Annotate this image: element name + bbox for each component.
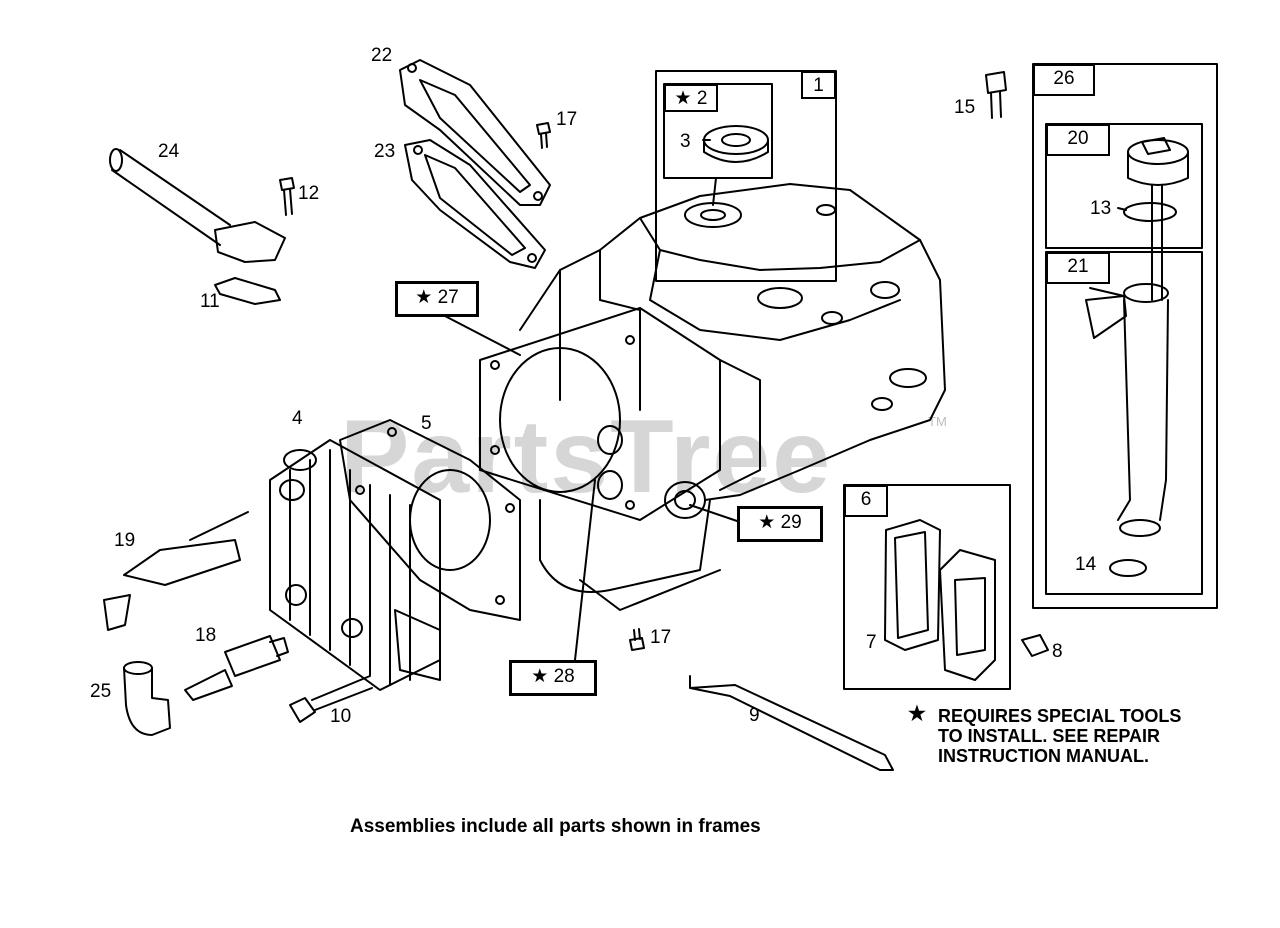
leader-2 [712, 177, 717, 206]
part-label-13: 13 [1090, 198, 1112, 219]
rod-part-9 [689, 675, 894, 771]
pipe-part-19 [103, 511, 249, 631]
part-label-22: 22 [371, 45, 393, 66]
callout-29: ★ 29 [737, 506, 823, 542]
frame-1-border [655, 70, 837, 282]
dipstick-cap-part-20 [1127, 137, 1189, 301]
callout-28: ★ 28 [509, 660, 597, 696]
part-label-24: 24 [158, 141, 180, 162]
screw-part-17-top [536, 122, 551, 149]
leader-29 [689, 504, 741, 523]
bolt-part-10 [289, 675, 373, 723]
tube-part-24 [109, 148, 286, 263]
gasket-part-23 [404, 139, 546, 269]
breather-cover [939, 549, 996, 681]
watermark-logo: PartsTree [340, 399, 833, 515]
screw-part-17-bottom [629, 628, 645, 651]
head-gasket-part-5 [339, 419, 521, 621]
callout-27: ★ 27 [395, 281, 479, 317]
frame-6-border [843, 484, 1011, 690]
cylinder-block [479, 183, 946, 611]
part-label-3: 3 [680, 131, 691, 152]
note-star: ★ [908, 703, 926, 725]
o-ring-part-14 [1109, 559, 1147, 577]
frame-label-1: 1 [801, 71, 836, 99]
frame-label-2: ★ 2 [664, 84, 718, 112]
frame-20-border [1045, 123, 1203, 249]
part-label-15: 15 [954, 97, 976, 118]
part-label-25: 25 [90, 681, 112, 702]
dipstick-tube-part-21 [1085, 283, 1169, 537]
part-label-10: 10 [330, 706, 352, 727]
o-ring-part-13 [1123, 202, 1177, 222]
note-line-1: REQUIRES SPECIAL TOOLS [938, 706, 1182, 726]
frame-label-6: 6 [844, 485, 888, 517]
part-label-23: 23 [374, 141, 396, 162]
part-label-17-top: 17 [556, 109, 578, 130]
gasket-part-22 [399, 59, 551, 206]
part-label-11: 11 [200, 291, 220, 312]
leader-21 [1089, 287, 1125, 297]
bolt-part-15 [985, 71, 1007, 119]
frame-2-border [663, 83, 773, 179]
gasket-part-11 [214, 277, 281, 305]
note-line-2: TO INSTALL. SEE REPAIR [938, 726, 1161, 746]
elbow-part-25 [123, 661, 171, 736]
part-label-14: 14 [1075, 554, 1097, 575]
spark-plug-part-18 [184, 635, 289, 701]
special-tools-note: ★ REQUIRES SPECIAL TOOLS TO INSTALL. SEE… [908, 704, 1182, 766]
part-label-5: 5 [421, 413, 432, 434]
part-label-19: 19 [114, 530, 136, 551]
screw-part-12 [279, 177, 295, 216]
leader-13 [1117, 207, 1127, 211]
cylinder-head-part-4 [269, 439, 441, 691]
part-label-8: 8 [1052, 641, 1063, 662]
part-label-4: 4 [292, 408, 303, 429]
part-label-9: 9 [749, 705, 760, 726]
frame-label-20: 20 [1046, 124, 1110, 156]
part-label-7: 7 [866, 632, 877, 653]
note-line-3: INSTRUCTION MANUAL. [938, 746, 1149, 766]
frame-21-border [1045, 251, 1203, 595]
leader-28 [574, 479, 596, 661]
frame-26-border [1032, 63, 1218, 609]
part-label-17-bottom: 17 [650, 627, 672, 648]
leader-27 [444, 315, 521, 356]
oil-seal-part-3 [703, 125, 769, 163]
fitting-part-8 [1021, 634, 1049, 657]
part-label-18: 18 [195, 625, 217, 646]
frame-label-21: 21 [1046, 252, 1110, 284]
part-label-12: 12 [298, 183, 320, 204]
gasket-part-7 [884, 519, 941, 651]
diagram-caption: Assemblies include all parts shown in fr… [350, 816, 761, 837]
frame-label-26: 26 [1033, 64, 1095, 96]
watermark-tm: TM [928, 414, 947, 429]
